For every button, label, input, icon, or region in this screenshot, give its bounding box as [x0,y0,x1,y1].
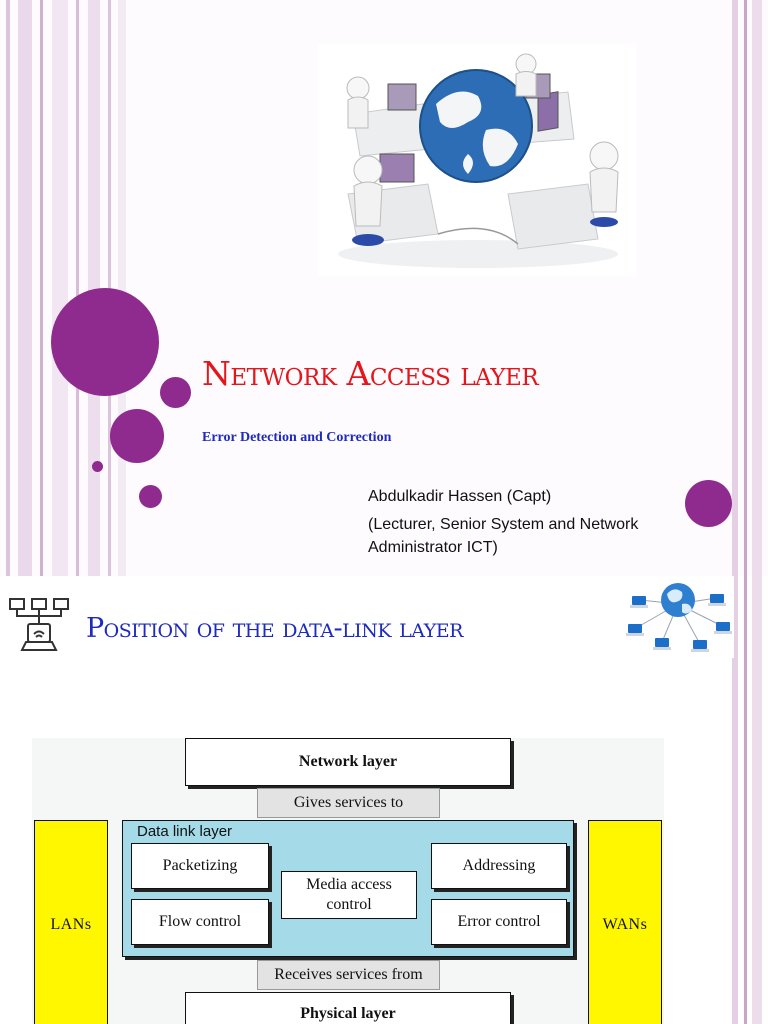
author-block: Abdulkadir Hassen (Capt) (Lecturer, Seni… [368,485,688,559]
content-slide: Position of the data-link layer Network … [0,576,768,1024]
receives-services-band: Receives services from [257,960,440,990]
physical-layer-box: Physical layer [185,992,511,1024]
right-stripe-decoration [728,576,768,1024]
decor-dot [92,461,103,472]
right-stripe-decoration [728,0,768,576]
data-link-layer-label: Data link layer [137,823,233,840]
addressing-box: Addressing [431,843,567,889]
wans-box: WANs [588,820,662,1024]
decor-circle-small [160,377,191,408]
title-slide: Network Access layer Error Detection and… [6,0,768,576]
flow-control-box: Flow control [131,899,269,945]
author-role: (Lecturer, Senior System and Network Adm… [368,516,639,556]
decor-circle-tiny [139,485,162,508]
decor-circle-large [51,288,159,396]
packetizing-box: Packetizing [131,843,269,889]
gives-services-band: Gives services to [257,788,440,818]
data-link-layer-box: Data link layer Packetizing Addressing M… [122,820,574,957]
network-globe-illustration [622,576,734,658]
author-name: Abdulkadir Hassen (Capt) [368,488,552,505]
network-topology-icon [9,598,69,651]
network-layer-box: Network layer [185,738,511,786]
media-access-control-box: Media access control [281,871,417,919]
data-link-diagram: Network layer Gives services to LANs WAN… [32,738,664,1024]
decor-circle-medium [110,409,164,463]
globe-computers-illustration [318,44,636,276]
slide-title: Network Access layer [202,354,539,393]
decor-circle-right [685,480,732,527]
lans-box: LANs [34,820,108,1024]
slide-subtitle: Error Detection and Correction [202,430,392,445]
error-control-box: Error control [431,899,567,945]
slide-title: Position of the data-link layer [86,613,463,644]
